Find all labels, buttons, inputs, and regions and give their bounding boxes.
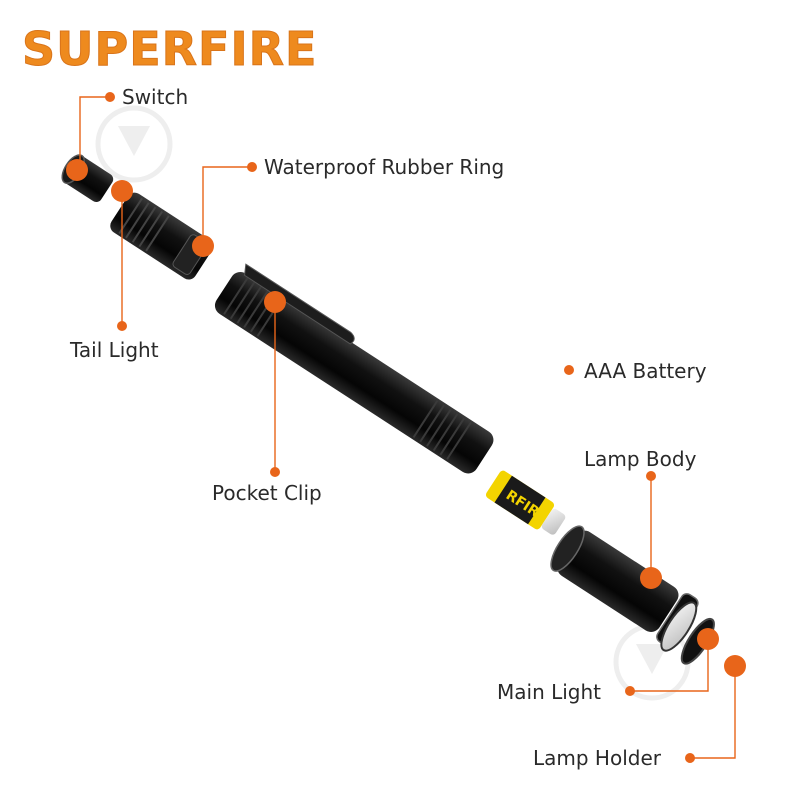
pocket-clip-part-dot [264,291,286,313]
lamp-body-part-dot [640,567,662,589]
waterproof-ring-part-dot [192,235,214,257]
lamp-body-label-dot [646,471,656,481]
aaa-battery-icon: RFIR [485,470,566,535]
label-switch: Switch [122,85,189,109]
lamp-tube [214,263,494,474]
tail-light-label-dot [117,321,127,331]
tail-light-part-dot [111,180,133,202]
switch-label-dot [105,92,115,102]
switch-part-dot [66,159,88,181]
label-tail-light: Tail Light [70,338,159,362]
label-pocket-clip: Pocket Clip [212,481,322,505]
waterproof-ring-label-dot [247,162,257,172]
label-lamp-holder: Lamp Holder [533,746,661,770]
switch-leader [79,96,110,168]
switch-cap [61,154,114,203]
brand-logo: SUPERFIRE [21,22,318,77]
pocket-clip-label-dot [270,467,280,477]
label-lamp-body: Lamp Body [584,447,697,471]
lamp-holder-part-dot [724,655,746,677]
lamp-holder-label-dot [685,753,695,763]
main-light-label-dot [625,686,635,696]
label-main-light: Main Light [497,680,602,704]
waterproof-ring-leader [202,166,252,248]
label-aaa-battery: AAA Battery [584,359,707,383]
main-light-leader [630,640,709,692]
label-waterproof-ring: Waterproof Rubber Ring [264,155,505,179]
lamp-holder-leader [690,668,736,759]
aaa-battery-dot [564,365,574,375]
main-light-part-dot [697,628,719,650]
